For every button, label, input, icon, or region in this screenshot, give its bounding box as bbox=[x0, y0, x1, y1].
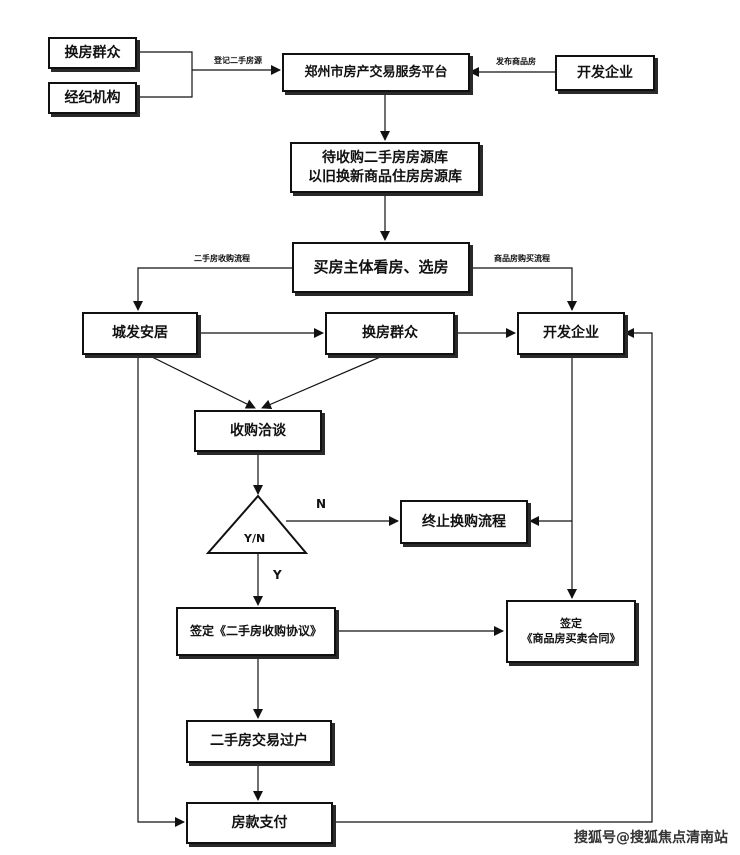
node-terminate-label: 终止换购流程 bbox=[422, 513, 506, 530]
node-terminate: 终止换购流程 bbox=[400, 500, 528, 544]
node-platform: 郑州市房产交易服务平台 bbox=[282, 53, 470, 92]
edge-select-to-chengfa bbox=[133, 267, 292, 311]
edge-huanfang-to-merge bbox=[137, 51, 193, 98]
decision-label: Y/N bbox=[244, 532, 266, 545]
edge-payment-to-developer bbox=[333, 328, 653, 823]
node-huanfang-mid-label: 换房群众 bbox=[362, 325, 418, 342]
edge-label-no: N bbox=[316, 497, 327, 511]
node-jingji-label: 经纪机构 bbox=[64, 89, 121, 106]
node-developer-mid-label: 开发企业 bbox=[543, 325, 599, 342]
edge-label-secondhand-flow: 二手房收购流程 bbox=[194, 254, 250, 263]
node-developer-mid: 开发企业 bbox=[517, 312, 625, 355]
node-platform-label: 郑州市房产交易服务平台 bbox=[304, 64, 448, 80]
node-huanfang-mid: 换房群众 bbox=[325, 312, 455, 355]
node-sign-contract-line2: 《商品房买卖合同》 bbox=[521, 631, 621, 645]
node-huanfang-top-label: 换房群众 bbox=[64, 44, 121, 61]
node-sign-contract-line1: 签定 bbox=[560, 616, 582, 630]
node-transfer-label: 二手房交易过户 bbox=[210, 733, 308, 750]
watermark: 搜狐号@搜狐焦点清南站 bbox=[574, 830, 728, 846]
node-chengfa: 城发安居 bbox=[82, 312, 198, 355]
node-jingji: 经纪机构 bbox=[48, 82, 137, 114]
node-sign-agreement: 签定《二手房收购协议》 bbox=[176, 607, 336, 656]
edge-select-to-developer bbox=[470, 267, 577, 311]
node-select: 买房主体看房、选房 bbox=[292, 242, 470, 293]
node-negotiate: 收购洽谈 bbox=[194, 410, 322, 452]
node-transfer: 二手房交易过户 bbox=[186, 720, 332, 763]
node-payment: 房款支付 bbox=[186, 802, 333, 844]
node-chengfa-label: 城发安居 bbox=[112, 325, 168, 342]
node-huanfang-top: 换房群众 bbox=[48, 37, 137, 69]
node-sign-contract: 签定 《商品房买卖合同》 bbox=[506, 600, 636, 663]
node-negotiate-label: 收购洽谈 bbox=[230, 422, 286, 439]
edge-chengfa-to-negotiate bbox=[147, 354, 256, 409]
node-developer-top-label: 开发企业 bbox=[577, 64, 633, 81]
edge-chengfa-to-payment bbox=[137, 356, 185, 827]
node-pool-line1: 待收购二手房房源库 bbox=[322, 149, 448, 166]
edge-label-publish: 发布商品房 bbox=[496, 57, 536, 66]
node-payment-label: 房款支付 bbox=[231, 814, 288, 831]
edge-label-register: 登记二手房源 bbox=[214, 56, 262, 65]
node-developer-top: 开发企业 bbox=[555, 55, 655, 91]
node-listing-pool: 待收购二手房房源库 以旧换新商品住房房源库 bbox=[290, 142, 480, 193]
edge-label-newhome-flow: 商品房购买流程 bbox=[494, 254, 550, 263]
decision-triangle bbox=[205, 494, 309, 554]
node-sign-agreement-label: 签定《二手房收购协议》 bbox=[189, 624, 322, 639]
node-select-label: 买房主体看房、选房 bbox=[313, 258, 449, 277]
node-pool-line2: 以旧换新商品住房房源库 bbox=[308, 168, 462, 185]
edge-huanfang-to-negotiate bbox=[261, 354, 386, 410]
edge-label-yes: Y bbox=[273, 568, 282, 582]
